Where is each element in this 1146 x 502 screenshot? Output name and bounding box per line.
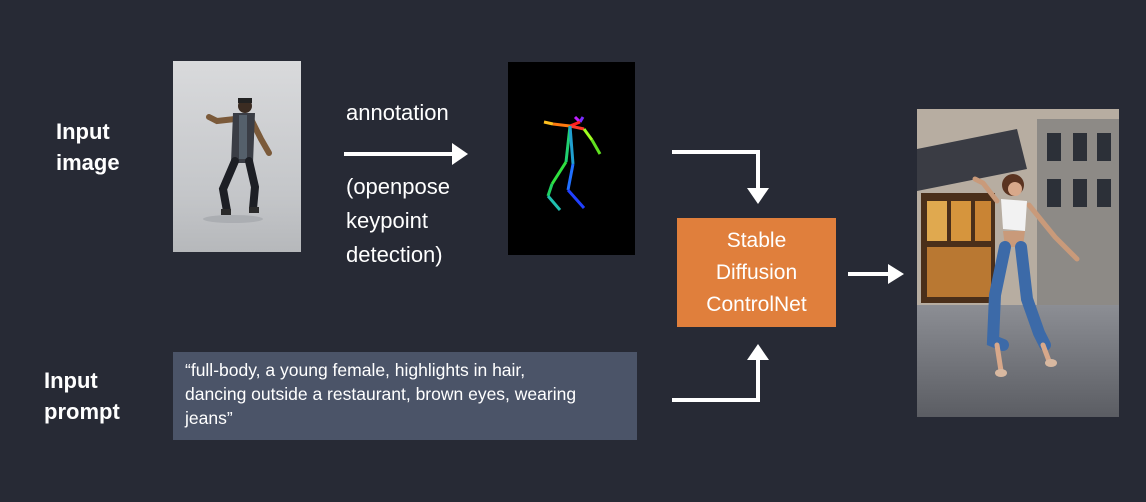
annotation-detail-line: detection) xyxy=(346,242,443,267)
prompt-to-model-arrow xyxy=(672,344,769,402)
model-label-line: ControlNet xyxy=(706,292,807,316)
annotation-detail-line: keypoint xyxy=(346,208,428,233)
pose-to-model-arrow xyxy=(672,150,769,204)
annotation-detail: (openpose keypoint detection) xyxy=(346,170,450,272)
annotation-label: annotation xyxy=(346,100,449,125)
annotation-detail-line: (openpose xyxy=(346,174,450,199)
dancer-photo xyxy=(173,61,301,252)
annotation-arrow xyxy=(344,143,468,165)
stable-diffusion-controlnet-box: Stable Diffusion ControlNet xyxy=(677,218,836,327)
pose-image xyxy=(508,62,635,255)
generated-dancer-photo xyxy=(917,109,1119,417)
output-image xyxy=(917,109,1119,417)
input-image-label: Input image xyxy=(56,116,120,178)
input-prompt-box: “full-body, a young female, highlights i… xyxy=(173,352,637,440)
input-image-label-line: Input xyxy=(56,119,110,144)
model-label-line: Stable xyxy=(726,228,787,252)
input-image xyxy=(173,61,301,252)
output-arrow xyxy=(848,264,904,284)
prompt-line: jeans” xyxy=(185,408,233,428)
openpose-skeleton xyxy=(508,62,635,255)
input-prompt-label-line: prompt xyxy=(44,399,120,424)
input-prompt-label: Input prompt xyxy=(44,365,120,427)
prompt-line: “full-body, a young female, highlights i… xyxy=(185,360,526,380)
model-label-line: Diffusion xyxy=(715,260,798,284)
input-image-label-line: image xyxy=(56,150,120,175)
input-prompt-label-line: Input xyxy=(44,368,98,393)
prompt-line: dancing outside a restaurant, brown eyes… xyxy=(185,384,577,404)
